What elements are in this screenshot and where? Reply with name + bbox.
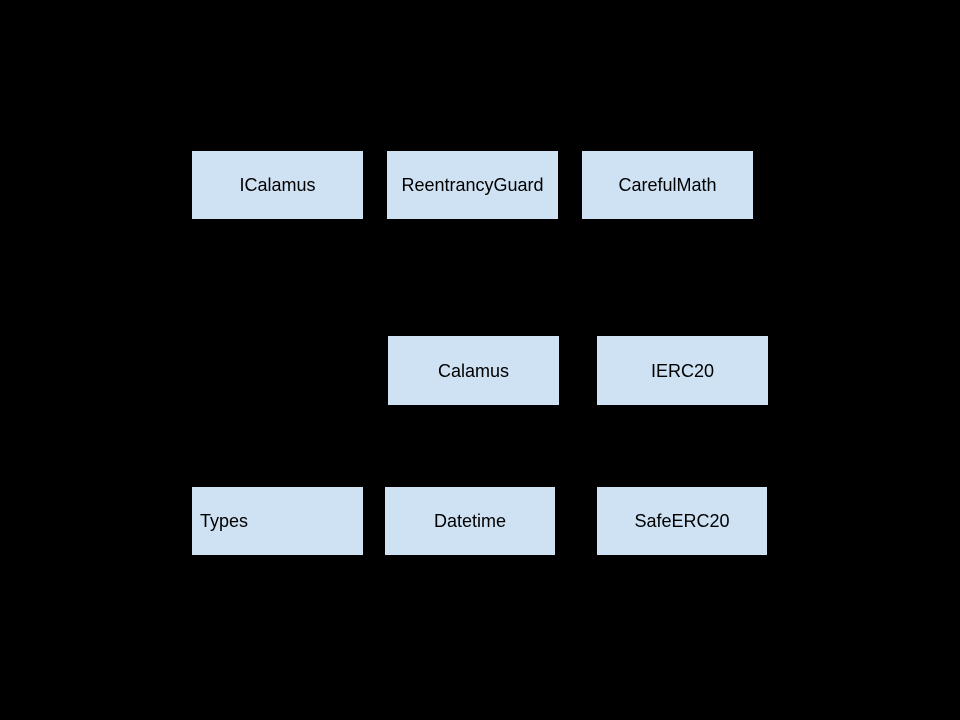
node-carefulmath: CarefulMath <box>582 151 753 219</box>
node-calamus: Calamus <box>388 336 559 405</box>
node-icalamus: ICalamus <box>192 151 363 219</box>
node-reentrancyguard: ReentrancyGuard <box>387 151 558 219</box>
node-types: Types <box>192 487 363 555</box>
node-safeerc20: SafeERC20 <box>597 487 767 555</box>
node-datetime: Datetime <box>385 487 555 555</box>
node-ierc20: IERC20 <box>597 336 768 405</box>
